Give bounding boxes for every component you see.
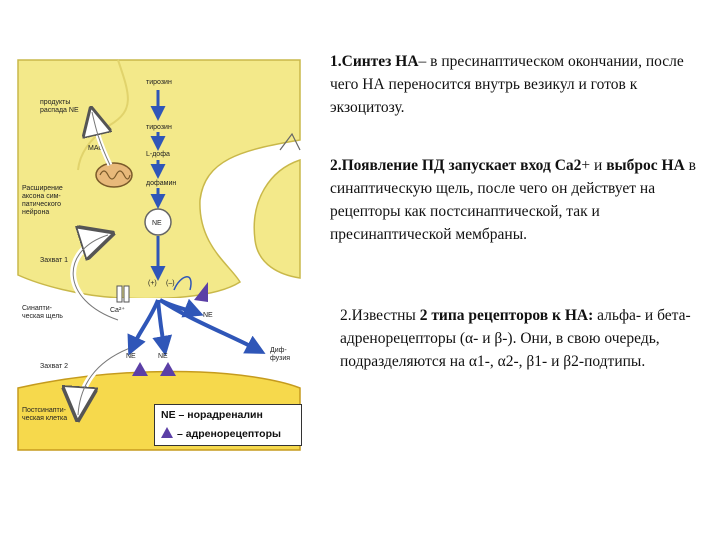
diffusion-arrow — [237, 338, 265, 354]
neighbor-neuron-outline — [279, 132, 301, 151]
label-synaptic-1: Синапти- — [22, 305, 53, 312]
release-arrows — [127, 298, 266, 356]
legend: NE – норадреналин – адренорецепторы — [154, 404, 302, 446]
label-expansion-1: Расширение — [22, 185, 63, 192]
block2-plus: + и — [581, 157, 607, 174]
label-postsyn-1: Постсинапти- — [22, 407, 67, 414]
label-ne-left: NE — [126, 353, 136, 360]
neighbor-neuron — [253, 158, 301, 279]
block3-pre: 2.Известны — [340, 307, 420, 324]
reuptake-arrow-1-outline — [72, 234, 119, 321]
label-capture-2: Захват 2 — [40, 363, 68, 370]
mitochondrion-icon — [95, 162, 133, 188]
legend-receptor: – адренорецепторы — [177, 428, 281, 440]
presynaptic-receptor-icon — [194, 282, 208, 302]
text-block-release: 2.Появление ПД запускает вход Са2+ и выб… — [330, 154, 700, 246]
block2-text: в синаптическую щель, после чего он дейс… — [330, 157, 696, 243]
reuptake-arrow-2-outline — [77, 347, 131, 416]
block3-text: альфа- и бета-адренорецепторы (α- и β-).… — [340, 307, 691, 370]
label-ne-mid: NE — [158, 353, 168, 360]
label-capture-1: Захват 1 — [40, 257, 68, 264]
legend-receptor-row: – адренорецепторы — [161, 427, 281, 440]
label-mao: МАО — [88, 145, 104, 152]
label-expansion-3: патического — [22, 201, 61, 208]
label-diffusion-1: Диф- — [270, 347, 287, 354]
label-dopamine: дофамин — [146, 180, 176, 187]
label-minus: (–) — [166, 280, 175, 287]
block1-heading: 1.Синтез НА — [330, 53, 419, 70]
text-block-receptors: 2.Известны 2 типа рецепторов к НА: альфа… — [340, 304, 700, 373]
legend-ne: NE – норадреналин — [161, 409, 263, 421]
label-diffusion-2: фузия — [270, 355, 290, 362]
label-l-dopa: L-дофа — [146, 151, 170, 158]
label-products-2: распада NE — [40, 107, 79, 114]
label-postsyn-2: ческая клетка — [22, 415, 67, 422]
label-tyrosine-inner: тирозин — [146, 124, 172, 131]
vesicle-ne-label: NE — [152, 220, 162, 227]
label-tyrosine-top: тирозин — [146, 79, 172, 86]
block2-heading2: выброс НА — [606, 157, 685, 174]
vesicle — [144, 208, 172, 236]
label-ne-release: NE — [203, 312, 213, 319]
receptor-triangle-icon — [161, 427, 173, 438]
decay-arrow-outline — [91, 111, 111, 166]
block3-heading: 2 типа рецепторов к НА: — [419, 307, 594, 324]
postsynaptic-receptor-icon — [132, 362, 148, 376]
block1-text: – в пресинаптическом окончании, после че… — [330, 53, 684, 116]
label-synaptic-2: ческая щель — [22, 313, 63, 320]
label-products-1: продукты — [40, 99, 70, 106]
feedback-loop — [173, 276, 192, 291]
label-expansion-4: нейрона — [22, 208, 49, 216]
text-block-synthesis: 1.Синтез НА– в пресинаптическом окончани… — [330, 50, 700, 119]
label-plus: (+) — [148, 280, 157, 287]
label-expansion-2: аксона сим- — [22, 193, 61, 200]
label-ca: Ca²⁺ — [110, 306, 125, 314]
block2-heading: 2.Появление ПД запускает вход Са2 — [330, 157, 582, 174]
postsynaptic-receptor-icon — [160, 362, 176, 376]
calcium-channel — [116, 285, 130, 303]
